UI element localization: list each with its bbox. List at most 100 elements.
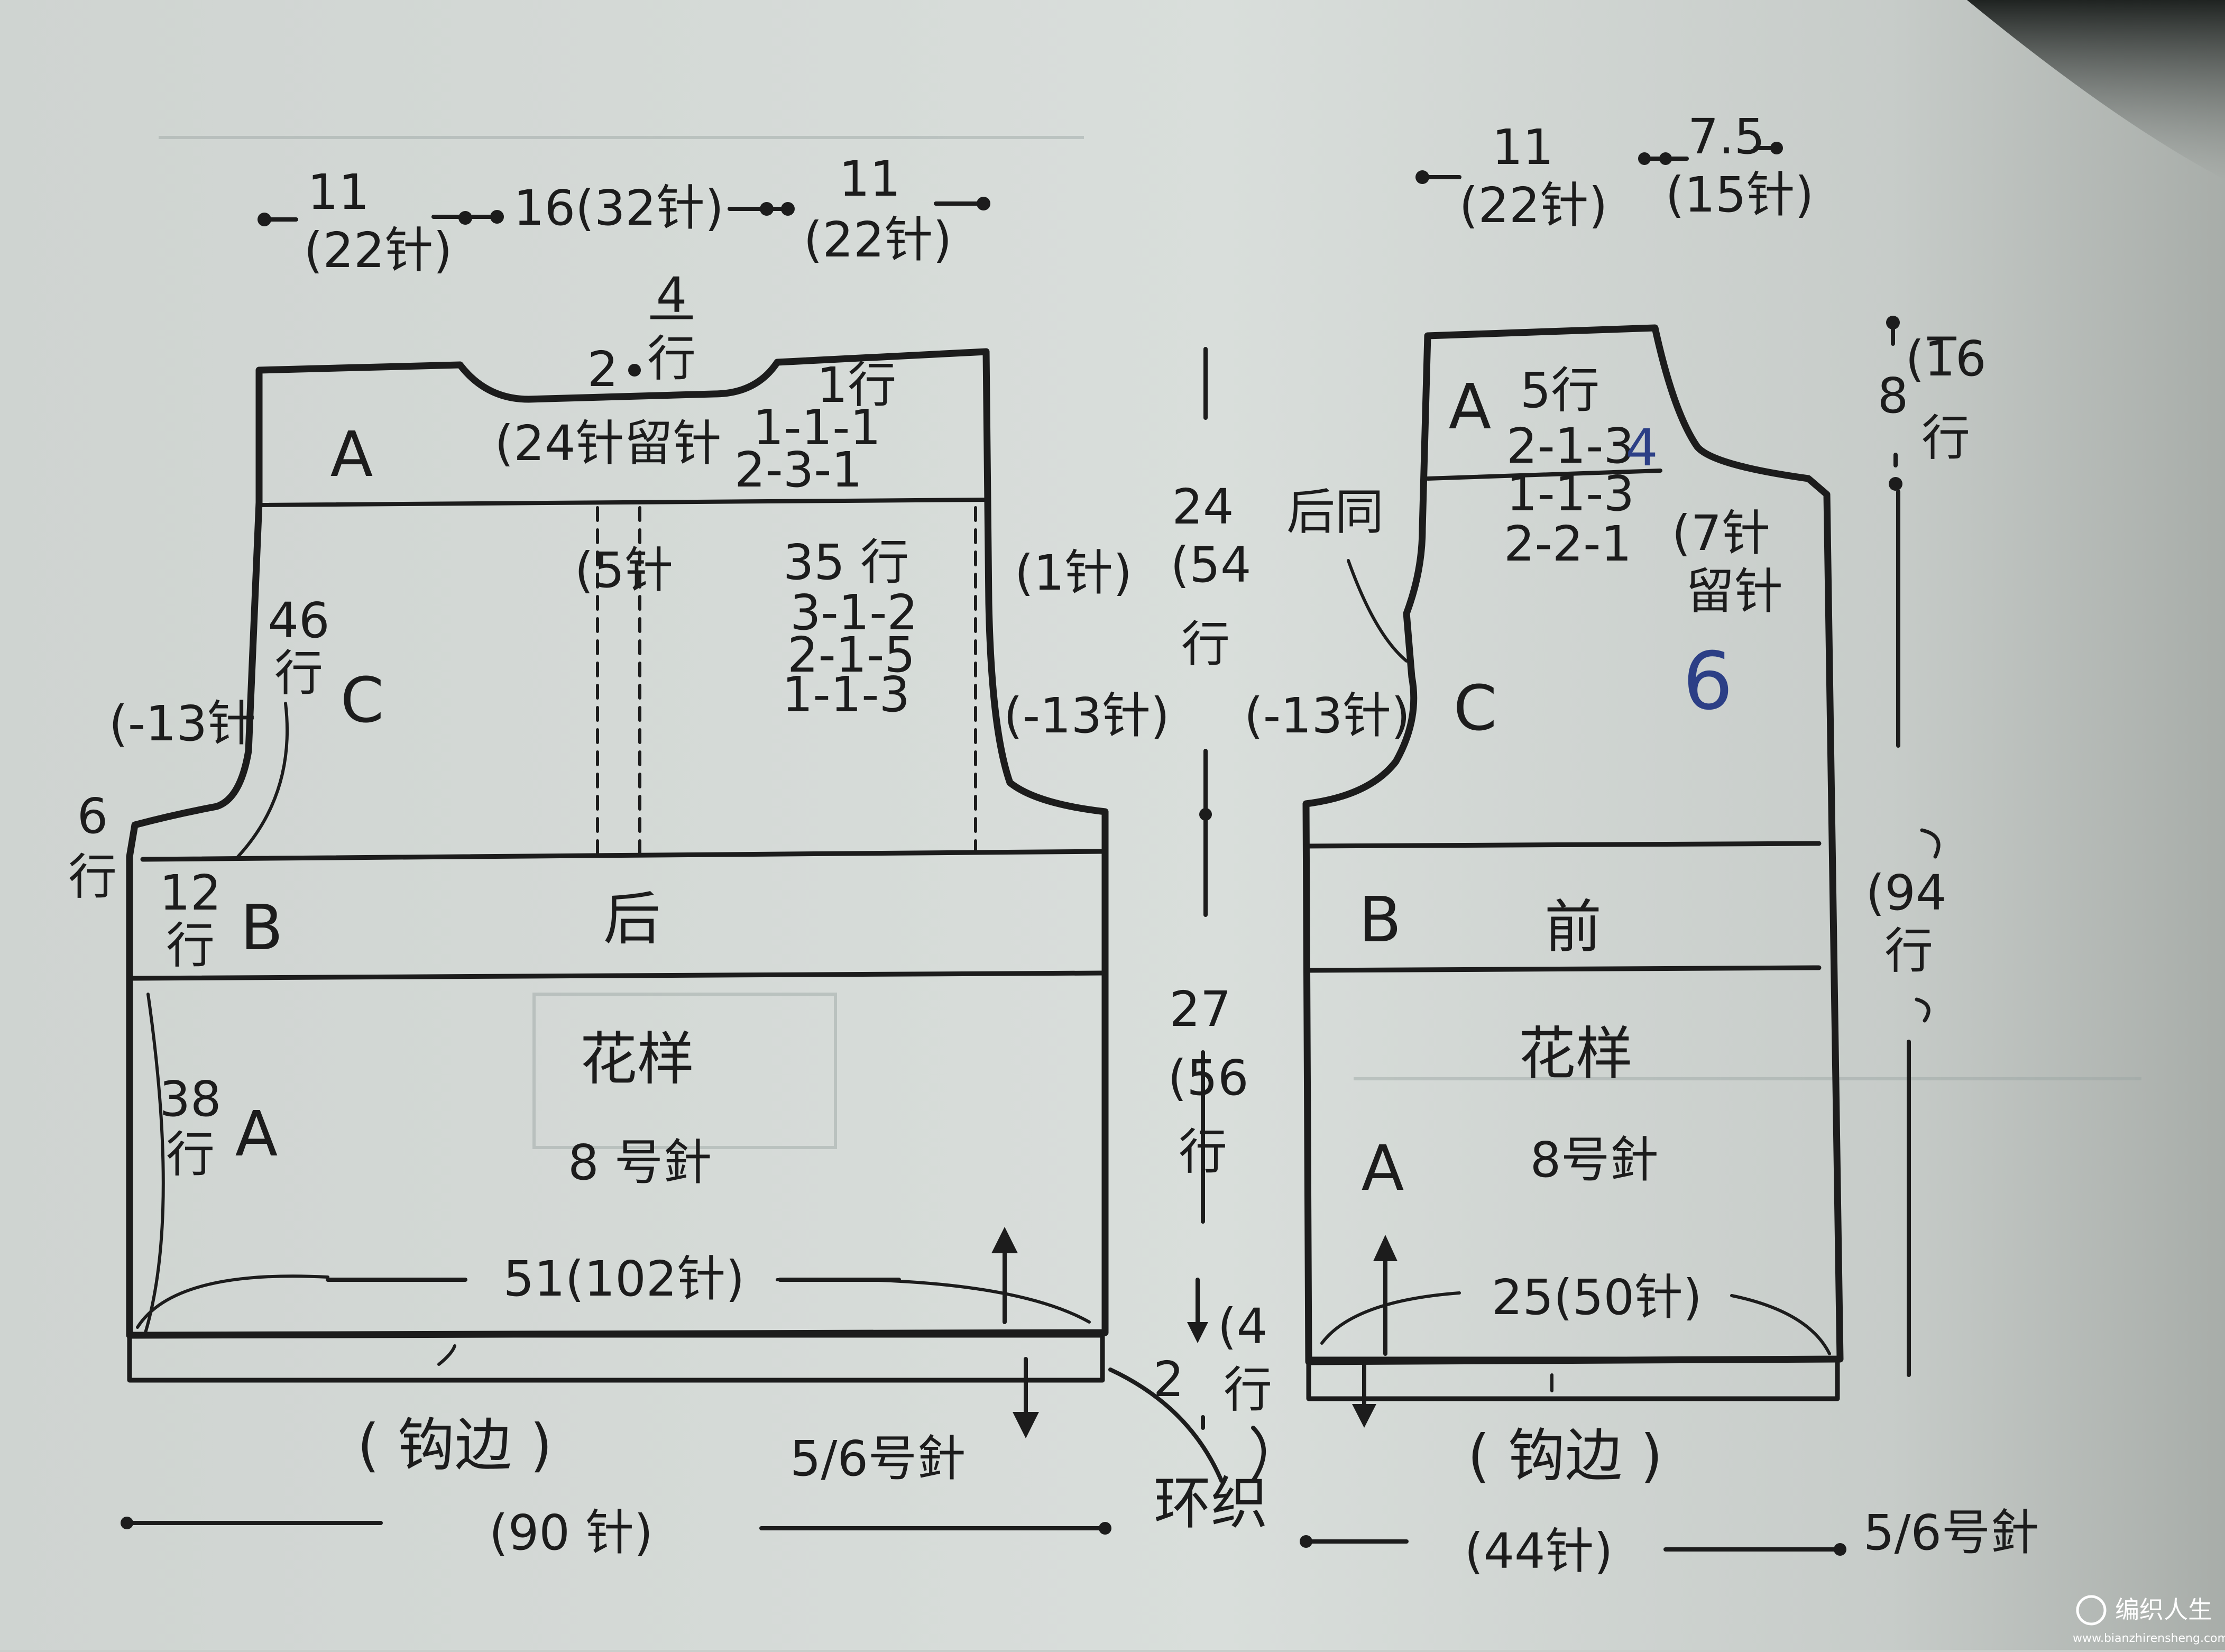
front-section-a-bottom: A: [1362, 1132, 1404, 1205]
back-neck-bind-off: (24针留针: [495, 415, 722, 472]
back-line-b-a: [130, 970, 1108, 981]
middle-dots: [1187, 808, 1212, 1343]
back-pattern: 花样: [580, 1026, 694, 1093]
back-right-edge-st: (1针): [1015, 545, 1132, 601]
front-shoulder-shaping-1: 5行: [1520, 362, 1600, 419]
back-top-mid-width: 16(32针): [513, 180, 724, 236]
front-shoulder-sts: (22针): [1459, 177, 1608, 234]
watermark-logo: [2076, 1595, 2107, 1626]
back-neck-depth-top: 4: [656, 267, 687, 324]
back-top-left-width: 11: [307, 164, 369, 221]
watermark-url: www.bianzhirensheng.com: [2073, 1632, 2225, 1645]
back-section-b-rows-unit: 行: [166, 917, 215, 974]
right-top-cm: 8: [1878, 368, 1909, 424]
front-outline: [1302, 324, 1844, 1365]
watermark: 编织人生 www.bianzhirensheng.com: [2073, 1595, 2225, 1645]
front-shoulder-shaping-3: 1-1-3: [1506, 465, 1634, 522]
back-needle: 8 号針: [568, 1134, 712, 1191]
front-shoulder-shaping-4: 2-2-1: [1504, 516, 1632, 572]
front-line-a: [1426, 469, 1662, 481]
back-armhole-rows-value: 46: [268, 592, 329, 649]
front-width-arc-left: [1320, 1291, 1461, 1345]
back-left-dec: (-13针: [109, 695, 256, 752]
watermark-name: 编织人生: [2115, 1595, 2212, 1624]
back-armhole-rows-unit: 行: [274, 645, 323, 702]
show-through: [159, 136, 2141, 1149]
back-side-rows-value: 6: [77, 788, 108, 845]
front-pen-six: 6: [1682, 636, 1733, 728]
back-top-left-sts: (22针): [304, 222, 453, 279]
back-neck-shaping-1: 1行: [817, 357, 897, 414]
back-edging-needle: 5/6号針: [790, 1430, 966, 1487]
right-bracket-1: [1920, 828, 1941, 859]
corner-shadow: [1967, 0, 2225, 180]
back-neck-rows: 行: [647, 331, 696, 387]
back-section-a-top: A: [330, 418, 373, 491]
back-lower-rows-value: 38: [159, 1071, 221, 1127]
middle-round: 环织: [1154, 1471, 1268, 1537]
right-bracket-2: [1915, 997, 1930, 1023]
front-line-c-b: [1303, 841, 1822, 849]
back-section-b-rows-value: 12: [159, 865, 221, 921]
front-edging-needle: 5/6号針: [1863, 1504, 2039, 1561]
back-armhole-shaping-4: 1-1-3: [782, 666, 910, 723]
right-top-rows-1: (16: [1906, 331, 1987, 387]
front-armhole-arc: [1347, 559, 1408, 663]
right-top-rows-2: 行: [1921, 410, 1970, 466]
front-shoulder-width: 11: [1492, 119, 1553, 176]
front-left-dec: (-13针): [1244, 687, 1410, 744]
middle-edge-rows-2: 行: [1224, 1362, 1272, 1418]
back-section-a-bottom: A: [235, 1097, 278, 1170]
front-line-b-a: [1303, 965, 1822, 973]
back-top-right-width: 11: [839, 151, 900, 207]
middle-edge-rows-1: (4: [1218, 1298, 1267, 1355]
back-neck-shaping-3: 2-3-1: [734, 442, 862, 498]
middle-upper-cm: 24: [1172, 479, 1234, 535]
back-piece: [125, 201, 1109, 1530]
back-top-right-sts: (22针): [804, 212, 952, 268]
back-edging: ( 钩边 ): [357, 1412, 553, 1479]
back-edge-tick: [437, 1344, 456, 1366]
front-piece-name: 前: [1544, 894, 1602, 960]
front-neck-width: 7.5: [1688, 108, 1765, 165]
front-section-a: A: [1449, 370, 1492, 443]
back-dim-dots: [121, 197, 1111, 1535]
back-width-arc-left: [136, 1274, 329, 1329]
back-armhole-shaping-1: 35 行: [783, 534, 909, 591]
back-section-b: B: [241, 891, 283, 964]
back-piece-name: 后: [603, 886, 660, 952]
middle-upper-rows-1: (54: [1171, 537, 1252, 593]
front-dots: [1300, 142, 1902, 1556]
front-edging-band: [1306, 1356, 1840, 1401]
front-edging: ( 钩边 ): [1468, 1423, 1663, 1489]
back-neck-depth-bottom: 2: [587, 341, 619, 398]
front-section-b: B: [1359, 883, 1402, 956]
front-edging-sts: (44针): [1465, 1523, 1613, 1580]
front-piece: [1302, 146, 1941, 1552]
front-shoulder-shaping-2: 2-1-3: [1506, 418, 1634, 474]
middle-dims: [1108, 347, 1266, 1483]
middle-lower-cm: 27: [1169, 981, 1231, 1038]
right-total-rows-1: (94: [1866, 865, 1947, 921]
back-edging-sts: (90 针): [489, 1504, 653, 1561]
middle-upper-rows-2: 行: [1181, 616, 1230, 673]
front-same-as-back: 后同: [1286, 484, 1384, 540]
front-width: 25(50针): [1492, 1269, 1702, 1326]
back-line-a-c: [257, 498, 990, 507]
back-center-dec: (5针: [575, 542, 673, 599]
back-edging-band: [127, 1333, 1105, 1383]
back-section-c: C: [341, 664, 384, 737]
back-neck-shaping-2: 1-1-1: [753, 399, 881, 456]
back-side-rows-unit: 行: [68, 849, 117, 905]
front-section-c: C: [1454, 672, 1497, 745]
front-needle: 8号針: [1530, 1132, 1659, 1188]
front-neck-bind-off-2: 留针: [1686, 563, 1783, 620]
front-neck-sts: (15针): [1666, 167, 1814, 223]
front-neck-bind-off-1: (7针: [1672, 505, 1770, 562]
back-armhole-shaping-3: 2-1-5: [787, 627, 915, 683]
middle-lower-rows-2: 行: [1179, 1124, 1227, 1180]
front-pattern: 花样: [1519, 1021, 1633, 1087]
